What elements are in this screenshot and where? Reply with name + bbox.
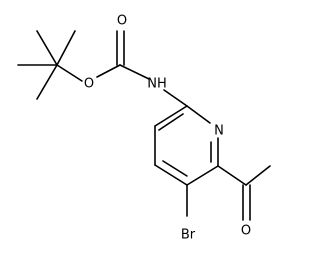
bond-tbu-3 <box>56 30 76 66</box>
bond-nh-ring <box>163 89 188 107</box>
bond-ring-acetyl <box>217 165 247 186</box>
bond-tbu-1 <box>36 30 58 66</box>
molecule-svg: O O NH N Br O <box>17 14 271 243</box>
bond-ring-1 <box>154 105 188 127</box>
bromine-label: Br <box>181 228 196 243</box>
bond-ring-3 <box>154 164 188 186</box>
bond-ring-4 <box>186 165 219 186</box>
bond-ring-6 <box>186 105 211 124</box>
chemical-structure-diagram: O O NH N Br O <box>17 13 271 243</box>
amine-label: NH <box>147 77 167 92</box>
bond-acetyl-methyl <box>245 165 271 186</box>
bond-carbonyl-nh <box>119 64 150 80</box>
pyridine-nitrogen-label: N <box>214 124 224 139</box>
bond-tbu-ester-oxygen <box>56 64 83 82</box>
bond-tbu-4 <box>36 64 58 100</box>
ketone-oxygen-label: O <box>241 224 251 239</box>
ester-oxygen-label: O <box>84 77 94 92</box>
bond-ester-oxygen-carbonyl <box>96 64 121 78</box>
carbonyl-oxygen-label: O <box>117 14 127 29</box>
bond-ring-1-inner <box>158 113 184 131</box>
bond-ring-3-inner <box>162 160 188 177</box>
